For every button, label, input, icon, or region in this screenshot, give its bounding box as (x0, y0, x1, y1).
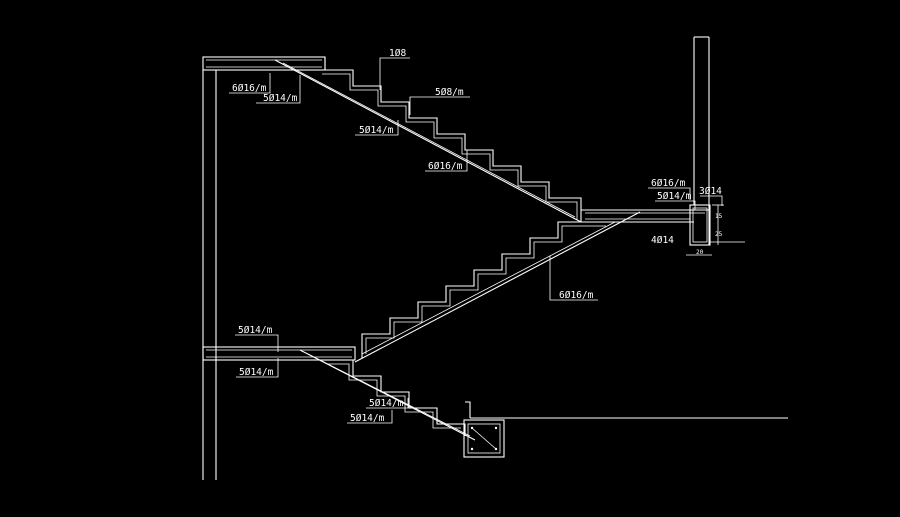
label-middle-616: 6Ø16/m (559, 290, 594, 301)
leader-lines (229, 57, 723, 424)
upper-flight (274, 57, 582, 223)
label-lower-landing-top: 5Ø14/m (238, 325, 273, 336)
lower-flight (299, 349, 476, 441)
label-upper-mid-58: 5Ø8/m (435, 87, 464, 98)
beam-dimensions: 20 15 25 (696, 213, 723, 256)
label-lower-landing-bottom: 5Ø14/m (239, 367, 274, 378)
landing-beam (686, 204, 745, 256)
middle-landing-slab (581, 209, 709, 223)
top-landing-slab (202, 56, 326, 71)
label-upper-mid-514: 5Ø14/m (359, 125, 394, 136)
label-landing-314: 3Ø14 (699, 186, 722, 197)
lower-landing-slab (202, 346, 356, 361)
dim-beam-width: 20 (696, 249, 704, 256)
label-lower-flight-a: 5Ø14/m (369, 398, 404, 409)
label-upper-top-6: 6Ø16/m (232, 83, 267, 94)
dim-beam-height-b: 25 (715, 231, 723, 238)
middle-flight (354, 211, 641, 363)
ground-and-footing (463, 417, 788, 458)
label-landing-616: 6Ø16/m (651, 178, 686, 189)
label-landing-514: 5Ø14/m (657, 191, 692, 202)
left-wall (202, 70, 217, 480)
label-landing-414: 4Ø14 (651, 235, 674, 246)
label-lower-flight-b: 5Ø14/m (350, 413, 385, 424)
label-upper-low-616: 6Ø16/m (428, 161, 463, 172)
dim-beam-height-a: 15 (715, 213, 723, 220)
label-upper-top-5: 5Ø14/m (263, 93, 298, 104)
rebar-annotations: 1Ø8 6Ø16/m 5Ø14/m 5Ø8/m 5Ø14/m 6Ø16/m 6Ø… (232, 48, 722, 424)
label-top-bar: 1Ø8 (389, 48, 406, 59)
